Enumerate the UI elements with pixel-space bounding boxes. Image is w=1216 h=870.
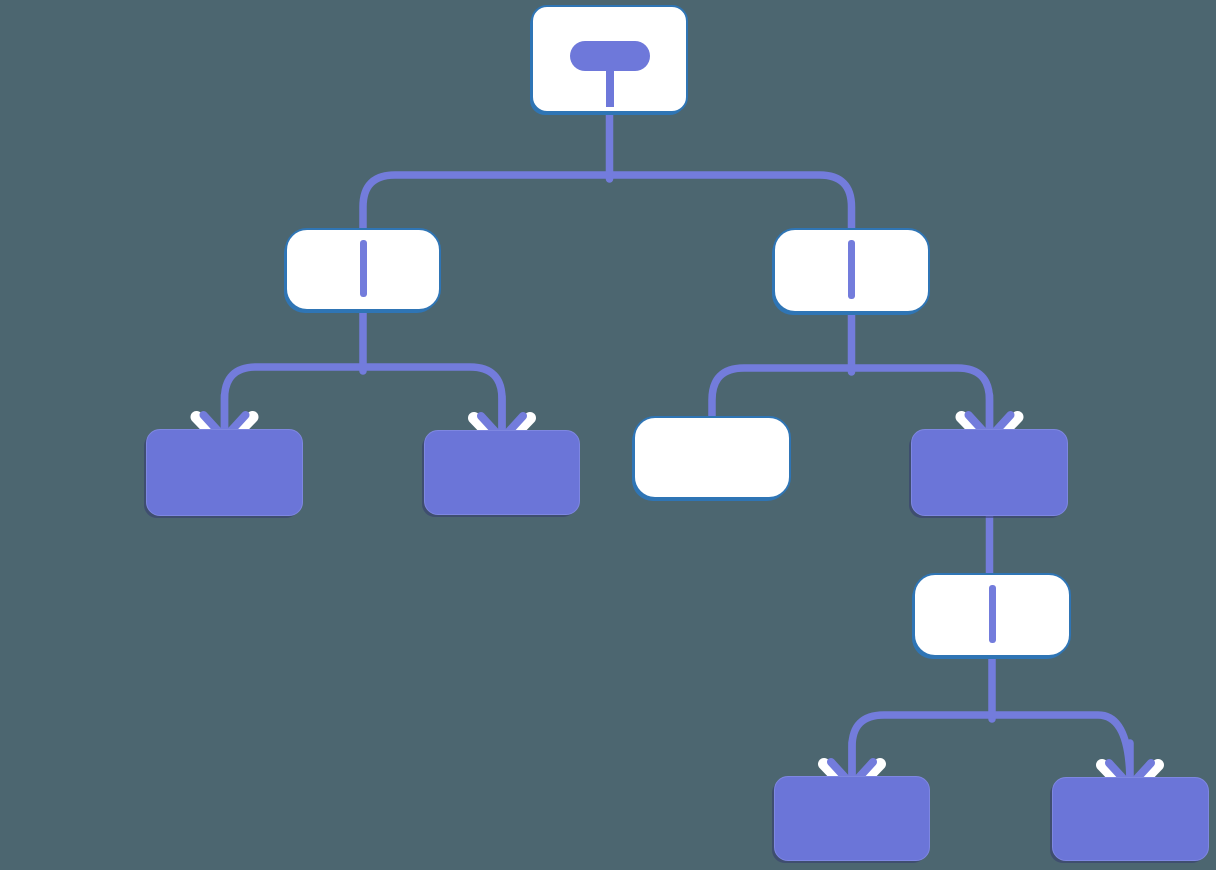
root-pill-stem-icon (605, 69, 614, 107)
vertical-bar-icon (988, 585, 996, 643)
edge-left-branch-rail (220, 363, 506, 441)
root-pill-icon (569, 41, 650, 71)
node-leaf-left-1[interactable] (146, 429, 303, 516)
node-branch-left[interactable] (285, 228, 441, 311)
node-leaf-left-2[interactable] (424, 430, 580, 515)
vertical-bar-icon (848, 240, 855, 299)
edge-level1-rail (359, 171, 856, 232)
node-root[interactable] (531, 5, 688, 113)
node-branch-right[interactable] (773, 228, 930, 313)
node-leaf-white[interactable] (633, 416, 791, 499)
node-leaf-bottom-1[interactable] (774, 776, 930, 861)
vertical-bar-icon (359, 240, 367, 297)
node-node-right-mid[interactable] (911, 429, 1068, 516)
node-branch-lower[interactable] (913, 573, 1071, 657)
edge-lower-branch-rail (848, 711, 1134, 788)
node-leaf-bottom-2[interactable] (1052, 777, 1209, 861)
